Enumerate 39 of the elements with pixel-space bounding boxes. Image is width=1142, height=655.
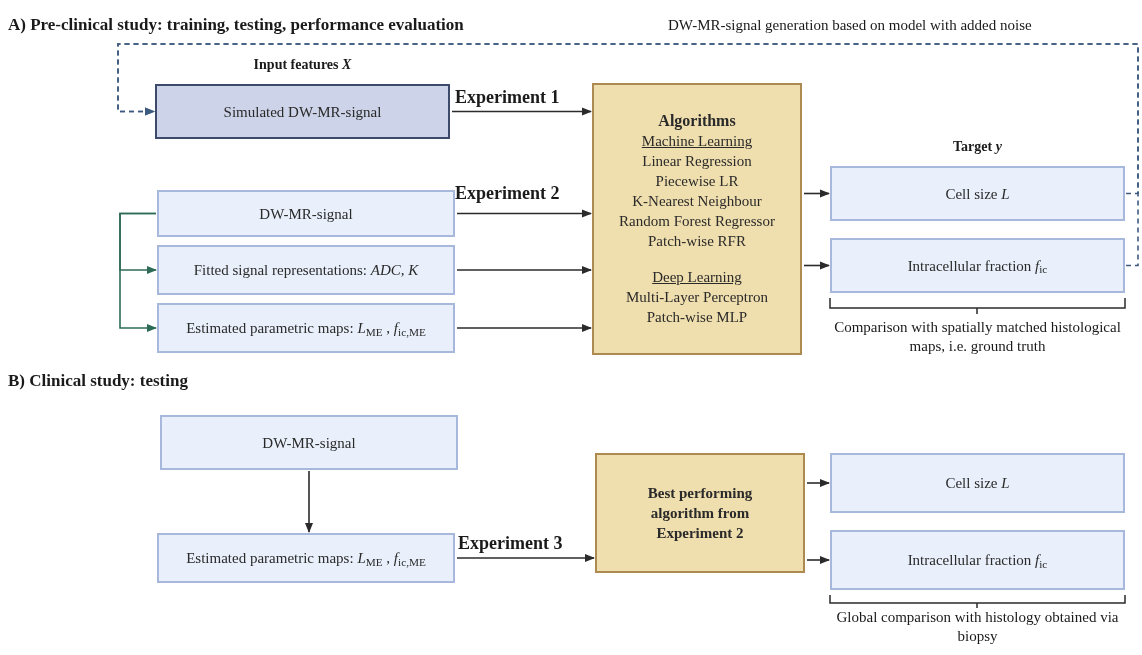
box-text: Intracellular fraction f$_{ic}$: [906, 551, 1049, 570]
group-heading: Deep Learning: [652, 268, 742, 287]
dashed-arrow: [117, 43, 1139, 267]
algorithm-name: Multi-Layer Perceptron: [626, 288, 768, 307]
section-heading: B) Clinical study: testing: [8, 370, 189, 392]
box-text: DW-MR-signal: [258, 204, 354, 224]
box-text: Cell size L: [944, 474, 1011, 493]
arrow: [803, 189, 830, 198]
algorithm-name: Random Forest Regressor: [619, 212, 775, 231]
arrow: [806, 479, 830, 487]
box-text: Estimated parametric maps: L$_{ME}$ , f$_{ic,ME}$: [185, 319, 427, 338]
arrow: [456, 324, 592, 332]
section-heading: A) Pre-clinical study: training, testing, performance evaluation: [8, 14, 465, 36]
algorithm-name: Patch-wise RFR: [648, 232, 746, 251]
algorithm-name: K-Nearest Neighbour: [632, 192, 762, 211]
comparison-note: Global comparison with histology obtained via biopsy: [835, 608, 1120, 646]
algorithm-name: Patch-wise MLP: [646, 308, 748, 327]
column-heading: Input features X: [252, 56, 353, 74]
group-heading: Machine Learning: [641, 132, 753, 151]
box-text: Intracellular fraction f$_{ic}$: [906, 256, 1049, 276]
algorithm-name: Linear Regression: [642, 152, 752, 171]
box-title: Algorithms: [658, 111, 736, 131]
box-text: DW-MR-signal: [261, 433, 357, 453]
arrow: [803, 261, 830, 270]
comparison-note: Comparison with spatially matched histological maps, i.e. ground truth: [833, 318, 1122, 356]
arrow: [456, 554, 595, 562]
arrow: [456, 209, 592, 218]
arrow: [806, 556, 830, 564]
column-heading: Target y: [952, 138, 1003, 156]
arrow: [305, 470, 313, 533]
arrow: [456, 266, 592, 274]
arrow: [119, 212, 157, 332]
box-text: Best performing algorithm from Experiment 2: [646, 484, 754, 543]
box-text: Fitted signal representations: ADC, K: [192, 261, 420, 280]
box-text: Cell size L: [944, 184, 1011, 204]
algorithm-name: Piecewise LR: [655, 172, 739, 191]
arrow: [451, 107, 592, 116]
box-text: Simulated DW-MR-signal: [222, 102, 383, 122]
box-text: Estimated parametric maps: L$_{ME}$ , f$_{ic,ME}$: [185, 549, 427, 568]
